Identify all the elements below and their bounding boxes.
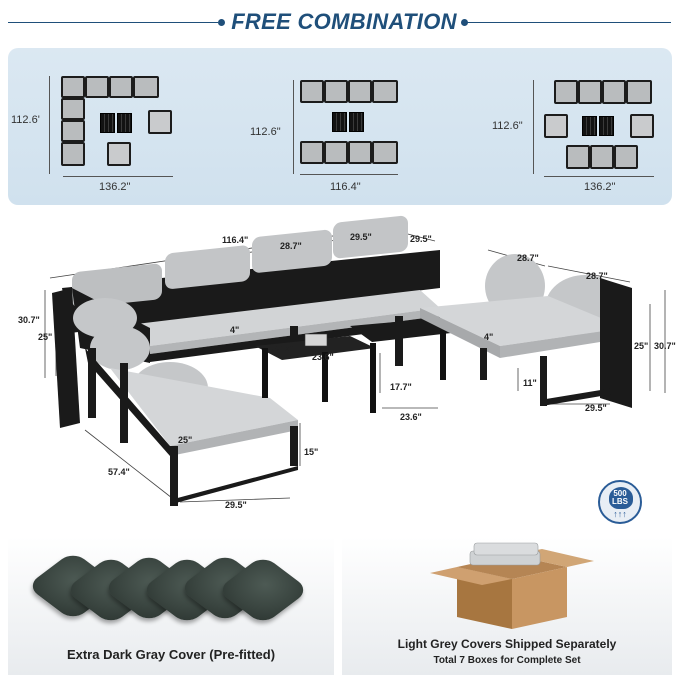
right-sofa: [420, 254, 632, 408]
ship-caption: Light Grey Covers Shipped Separately: [397, 637, 617, 651]
coffee-tables: [255, 318, 460, 413]
cover-caption: Extra Dark Gray Cover (Pre-fitted): [66, 647, 276, 662]
weight-capacity-icon: [609, 487, 633, 509]
dim-right-width-2: 28.7": [586, 271, 608, 281]
combo-2-depth-label: 112.6": [250, 126, 281, 138]
dim-back-height: 30.7": [18, 315, 40, 325]
dim-right-back-height: 30.7": [654, 341, 676, 351]
seat: [85, 76, 109, 98]
dim-cushion-thickness: 4": [230, 325, 240, 335]
seat: [107, 142, 131, 166]
combo-3-width-label: 136.2": [584, 181, 616, 193]
divider-dot-right: [461, 19, 468, 26]
dim-right-leg-height: 11": [523, 378, 537, 388]
badge-value: 500: [613, 489, 627, 498]
combo-2-width-line: [300, 174, 398, 175]
dim-leg-height: 15": [304, 447, 319, 457]
seat: [133, 76, 159, 98]
table-top: [349, 112, 364, 132]
table-top: [332, 112, 347, 132]
dim-overall-width: 116.4": [222, 235, 249, 245]
arrow-up-icon: ↑↑↑: [613, 509, 627, 519]
shipping-box-icon: [430, 542, 594, 629]
divider-right: [466, 22, 671, 23]
seat: [602, 80, 626, 104]
dim-seat-width-2: 29.5": [350, 232, 372, 242]
seat: [300, 141, 324, 164]
seat: [614, 145, 638, 169]
seat: [61, 120, 85, 142]
table-top: [117, 113, 132, 133]
seat: [626, 80, 652, 104]
combo-3-depth-line: [533, 80, 534, 174]
badge-unit: LBS: [612, 497, 628, 506]
combo-1-width-line: [63, 176, 173, 177]
combo-2-width-label: 116.4": [330, 181, 361, 193]
dim-table-width-b: 23.6": [312, 352, 334, 362]
dim-right-width-1: 28.7": [517, 253, 539, 263]
seat: [348, 141, 372, 164]
seat: [554, 80, 578, 104]
dim-right-depth: 29.5": [585, 403, 607, 413]
table-top: [599, 116, 614, 136]
dim-seat-height: 25": [38, 332, 53, 342]
section-header: FREE COMBINATION: [0, 0, 679, 46]
seat: [544, 114, 568, 138]
left-corner-sofa: [52, 288, 298, 506]
dim-seat-width-3: 29.5": [410, 234, 432, 244]
seat: [61, 142, 85, 166]
cover-panel: Extra Dark Gray Cover (Pre-fitted): [8, 537, 334, 675]
shipping-panel: Light Grey Covers Shipped Separately Tot…: [342, 537, 672, 675]
divider-dot-left: [218, 19, 225, 26]
combo-layout-3: 112.6" 136.2": [478, 48, 668, 205]
combo-3-depth-label: 112.6": [492, 120, 523, 132]
table-top: [582, 116, 597, 136]
dim-corner-width: 29.5": [225, 500, 247, 510]
seat: [372, 80, 398, 103]
dim-corner-seat-height: 25": [178, 435, 193, 445]
seat: [372, 141, 398, 164]
dim-right-seat-height: 25": [634, 341, 649, 351]
seat: [148, 110, 172, 134]
seat: [590, 145, 614, 169]
combination-panel: 112.6' 136.2" 112.6" 116.4": [8, 48, 672, 205]
seat: [300, 80, 324, 103]
seat: [630, 114, 654, 138]
dim-table-height: 17.7": [390, 382, 412, 392]
dim-table-width-a: 23.6": [272, 343, 294, 353]
product-dimension-illustration: 116.4" 28.7" 29.5" 29.5" 30.7" 25" 4" 23…: [0, 208, 679, 533]
combo-layout-1: 112.6' 136.2": [8, 48, 228, 205]
dim-seat-width-1: 28.7": [280, 241, 302, 251]
seat: [566, 145, 590, 169]
dim-right-cushion-thickness: 4": [484, 332, 494, 342]
seat: [578, 80, 602, 104]
dim-table-depth: 23.6": [400, 412, 422, 422]
combo-layout-2: 112.6" 116.4": [238, 48, 438, 205]
weight-capacity-text: 500 LBS: [600, 490, 640, 506]
seat: [61, 98, 85, 120]
sectional-sofa-drawing: [44, 215, 666, 506]
table-top: [100, 113, 115, 133]
seat: [348, 80, 372, 103]
combo-1-width-label: 136.2": [99, 181, 131, 193]
dim-corner-depth: 57.4": [108, 467, 130, 477]
combo-2-depth-line: [293, 80, 294, 174]
combo-3-width-line: [544, 176, 654, 177]
boxes-caption: Total 7 Boxes for Complete Set: [433, 655, 581, 666]
seat: [61, 76, 85, 98]
weight-capacity-badge: 500 LBS ↑↑↑: [598, 480, 642, 524]
seat: [324, 141, 348, 164]
divider-left: [8, 22, 218, 23]
combo-1-depth-line: [49, 76, 50, 174]
seat: [109, 76, 133, 98]
combo-1-depth-label: 112.6': [11, 114, 40, 126]
seat: [324, 80, 348, 103]
page-title: FREE COMBINATION: [231, 9, 457, 34]
